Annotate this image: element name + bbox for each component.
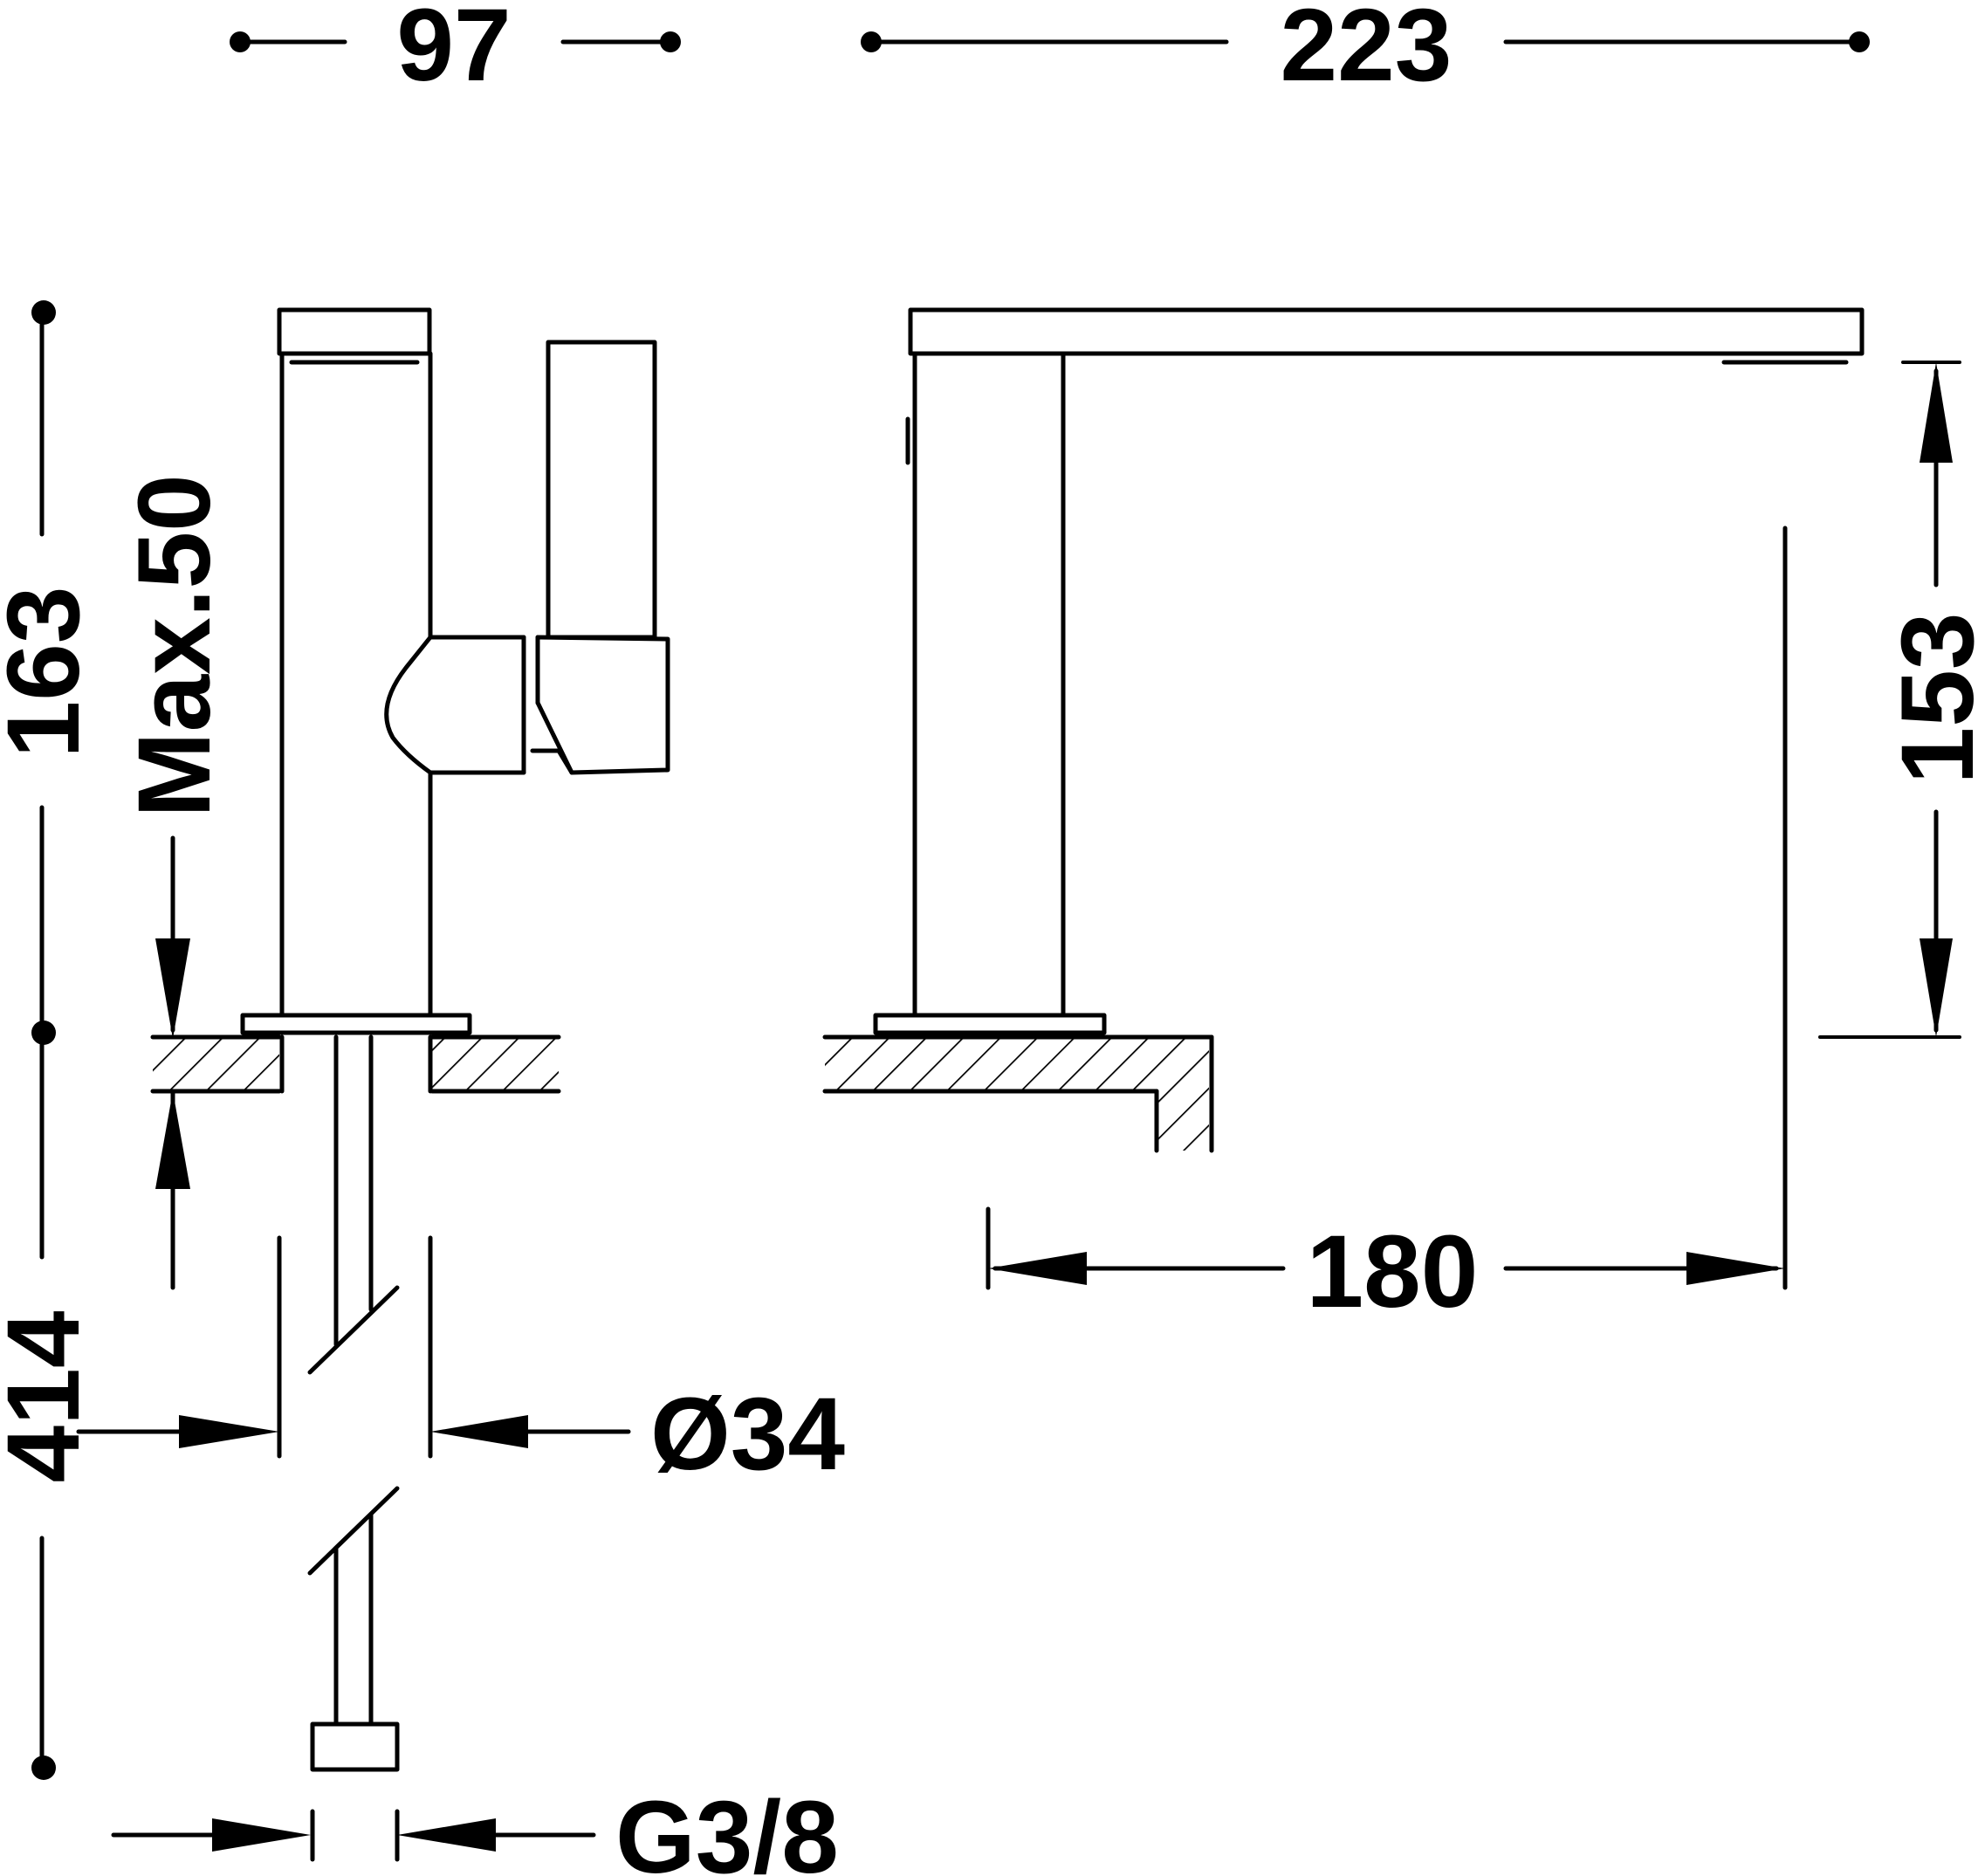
dimension-223-label: 223 [1281, 0, 1453, 103]
countertop-right [822, 1034, 1214, 1153]
g38-label: G3/8 [615, 1780, 839, 1876]
dimension-max50: Max.50 [117, 474, 232, 1290]
dimension-414-label: 414 [0, 1311, 101, 1483]
dimension-diameter-34: Ø34 [76, 1377, 845, 1492]
diameter-34-label: Ø34 [650, 1377, 845, 1492]
countertop-left [150, 1034, 561, 1094]
max50-label: Max.50 [117, 474, 232, 818]
faucet-front-view [240, 307, 670, 1035]
dimension-180-label: 180 [1307, 1214, 1479, 1330]
supply-pipe [277, 1034, 433, 1772]
dimension-414: 414 [0, 1030, 101, 1780]
dimension-153: 153 [1782, 361, 1978, 1290]
dimension-180: 180 [986, 1206, 1785, 1330]
dimension-163: 163 [0, 300, 101, 1045]
dimension-g38: G3/8 [111, 1780, 839, 1876]
dimension-153-label: 153 [1880, 613, 1978, 785]
dimension-163-label: 163 [0, 587, 101, 759]
dimension-97: 97 [230, 0, 681, 103]
dimension-97-label: 97 [396, 0, 511, 103]
faucet-side-view [873, 307, 1865, 1035]
dimension-223: 223 [861, 0, 1870, 103]
